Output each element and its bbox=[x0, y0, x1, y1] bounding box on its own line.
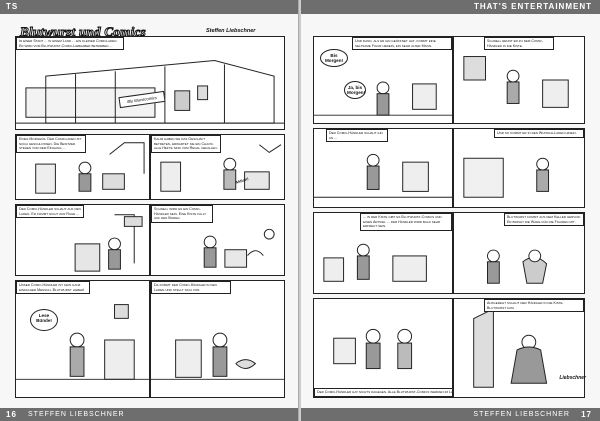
panel-row3-left: Der Comic-Händler schaut auf den Laden. … bbox=[15, 204, 150, 276]
panel-r-row2-right: Und so kommt er in den Wunsch-Laden hine… bbox=[453, 128, 585, 208]
caption-r2: Schnell rennt er zu dem Comic-Händler in… bbox=[484, 37, 554, 51]
panel-shop-front: In einer Stadt ... in einem Land ... ein… bbox=[15, 36, 285, 130]
panel-r-row2-left: Der Comic-Händler schaut ihn an ... bbox=[313, 128, 453, 208]
caption-r7: Der Comic-Händler hat nichts dagegen. Al… bbox=[314, 388, 452, 397]
panel-row3-right: Schnell wird es ein Comic-Händler sein. … bbox=[150, 204, 285, 276]
speech-bubble-1: Bis Morgen! bbox=[320, 49, 348, 67]
right-footer-author: STEFFEN LIEBSCHNER bbox=[473, 411, 570, 418]
comic-title: Blutwurst und Comics bbox=[20, 24, 147, 40]
panel-r-row3-left: ... in der Kiste gibt es Blutwurst-Comic… bbox=[313, 212, 453, 294]
caption-4: Der Comic-Händler schaut auf den Laden. … bbox=[16, 205, 84, 219]
caption-3: Kaum haben sie das Geschäft betreten, er… bbox=[151, 135, 221, 153]
panel-r-row4-left: Der Comic-Händler hat nichts dagegen. Al… bbox=[313, 298, 453, 398]
right-page-number: 17 bbox=[581, 410, 592, 419]
caption-5: Schnell wird es ein Comic-Händler sein. … bbox=[151, 205, 213, 223]
left-footer-author: STEFFEN LIEBSCHNER bbox=[28, 411, 125, 418]
caption-r1: Und dann, als er ihn geöffnet hat, kommt… bbox=[352, 37, 452, 51]
panel-r-row4-right: Aufgeregt schaut der Händler in die Kist… bbox=[453, 298, 585, 398]
right-page-header: THAT'S ENTERTAINMENT bbox=[473, 2, 592, 11]
caption-r3: Der Comic-Händler schaut ihn an ... bbox=[326, 129, 388, 143]
panel-row4-left: Unser Comic-Händler ist kein ganz einfac… bbox=[15, 280, 150, 398]
right-header-bar: THAT'S ENTERTAINMENT bbox=[301, 0, 600, 14]
caption-r4: Und so kommt er in den Wunsch-Laden hine… bbox=[494, 129, 584, 138]
panel-r-row1-left: Und dann, als er ihn geöffnet hat, kommt… bbox=[313, 36, 453, 124]
left-comic-page: TS Blutwurst und Comics Steffen Liebschn… bbox=[0, 0, 299, 421]
left-footer-bar: 16 STEFFEN LIEBSCHNER bbox=[0, 408, 299, 421]
panel-r-row3-right: Blutwurst kommt aus dem Keller hervor. E… bbox=[453, 212, 585, 294]
caption-7: Da kommt der Comic-Händler in den Laden … bbox=[151, 281, 231, 295]
right-comic-page: THAT'S ENTERTAINMENT Und dann, als er ih… bbox=[301, 0, 600, 421]
left-page-number: 16 bbox=[6, 410, 17, 419]
panel-row2-left: Eines Morgens. Der Comicladen ist noch g… bbox=[15, 134, 150, 200]
panel-row2-right: Kaum haben sie das Geschäft betreten, er… bbox=[150, 134, 285, 200]
left-header-bar: TS bbox=[0, 0, 299, 14]
book-spine bbox=[298, 0, 302, 421]
left-page-header: TS bbox=[6, 2, 19, 11]
caption-6: Unser Comic-Händler ist kein ganz einfac… bbox=[16, 281, 90, 295]
speech-bubble-left: Lese Bünde! bbox=[30, 309, 58, 331]
panel-row4-right: Da kommt der Comic-Händler in den Laden … bbox=[150, 280, 285, 398]
artist-signature: Liebschner bbox=[559, 375, 586, 381]
speech-bubble-2: Ja, bis Morgen! bbox=[344, 81, 366, 99]
caption-1: In einer Stadt ... in einem Land ... ein… bbox=[16, 37, 124, 51]
caption-r5: ... in der Kiste gibt es Blutwurst-Comic… bbox=[360, 213, 452, 231]
caption-2: Eines Morgens. Der Comicladen ist noch g… bbox=[16, 135, 86, 153]
caption-r8: Aufgeregt schaut der Händler in die Kist… bbox=[484, 299, 584, 313]
right-footer-bar: STEFFEN LIEBSCHNER 17 bbox=[301, 408, 600, 421]
panel-r-row1-right: Schnell rennt er zu dem Comic-Händler in… bbox=[453, 36, 585, 124]
caption-r6: Blutwurst kommt aus dem Keller hervor. E… bbox=[504, 213, 584, 227]
comic-byline: Steffen Liebschner bbox=[206, 28, 256, 34]
